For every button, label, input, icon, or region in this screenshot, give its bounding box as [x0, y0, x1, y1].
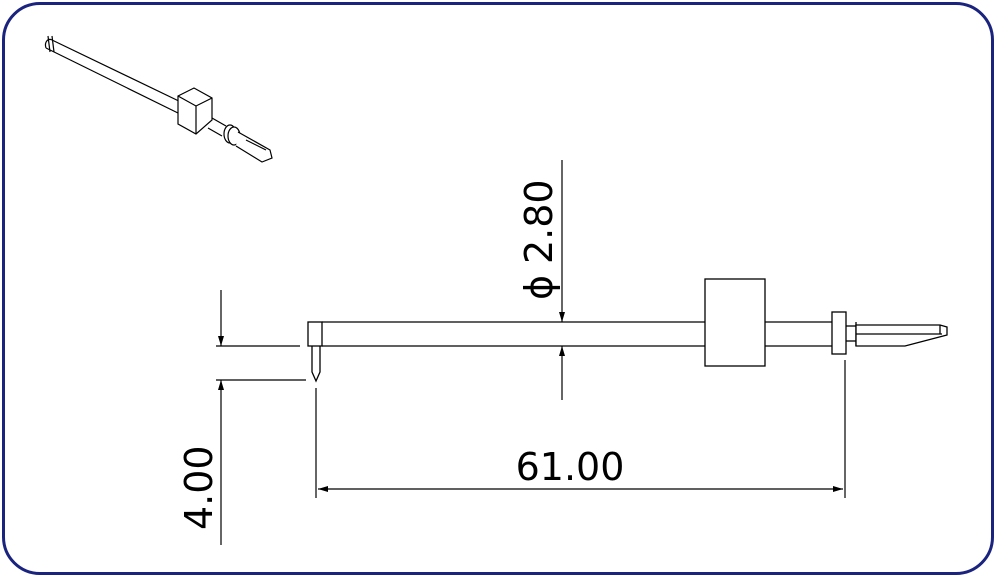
front-view — [307, 278, 948, 383]
diameter-value: 2.80 — [517, 179, 561, 264]
drawing-sheet-border — [2, 2, 994, 575]
length-dimension — [315, 360, 846, 498]
pin-tip — [311, 346, 321, 383]
blade — [855, 324, 948, 347]
offset-value: 4.00 — [177, 445, 221, 530]
block — [704, 278, 766, 367]
offset-dimension — [216, 290, 306, 545]
collar — [831, 311, 847, 355]
isometric-view — [44, 35, 273, 163]
left-end-cap — [307, 321, 323, 347]
length-value: 61.00 — [516, 445, 625, 489]
diameter-symbol: ϕ — [517, 275, 561, 300]
